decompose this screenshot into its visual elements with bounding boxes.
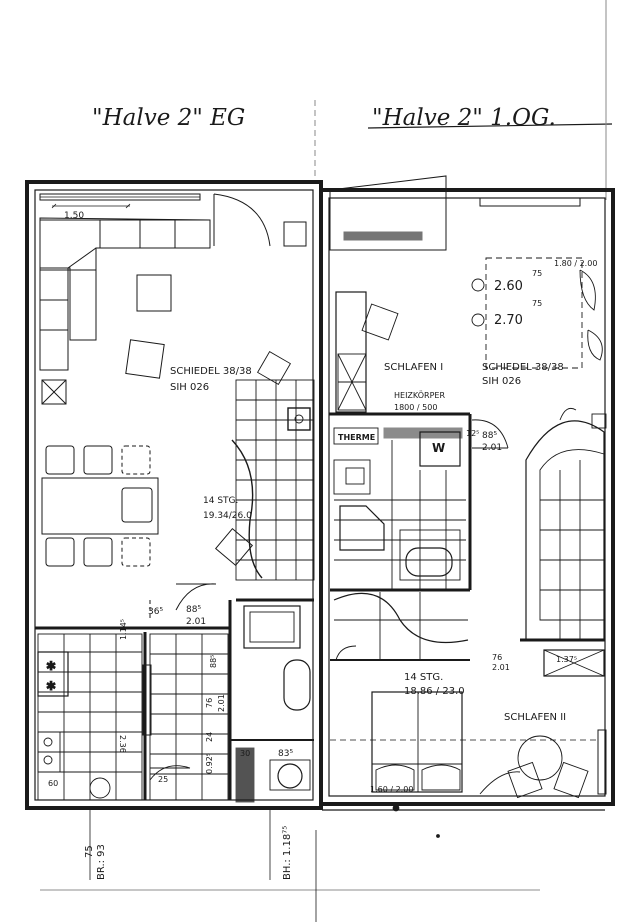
living-furniture [39, 217, 254, 620]
label-schiedel-left-1: SCHIEDEL 38/38 [170, 366, 252, 377]
label-dim-75a: 75 [532, 269, 542, 278]
label-dim-201c: 2.01 [217, 694, 226, 712]
dimension-lines [40, 203, 540, 922]
label-dim-br: BR.: 93 [96, 844, 107, 880]
ground-floor-bath [149, 605, 311, 803]
label-dim-25: 25 [158, 775, 168, 784]
first-floor-walls [319, 175, 615, 811]
label-dim-125: 12⁵ [466, 429, 479, 438]
label-dim-150: 1.50 [64, 211, 84, 221]
label-dim-114: 1.14⁵ [119, 619, 128, 640]
label-schiedel-right-1: SCHIEDEL 38/38 [482, 362, 564, 373]
label-dim-76: 76 [492, 653, 502, 662]
label-stairs-right: 14 STG. [404, 672, 443, 683]
svg-text:✱: ✱ [46, 659, 56, 673]
label-schiedel-left-2: SIH 026 [170, 382, 209, 393]
label-schiedel-right-2: SIH 026 [482, 376, 521, 387]
label-dim-201-left: 2.01 [186, 617, 206, 627]
label-dim-75c: 75 [84, 845, 95, 858]
label-dim-75b: 75 [532, 299, 542, 308]
label-dim-270: 2.70 [494, 313, 523, 328]
label-heizkoerper-1: HEIZKÖRPER [394, 390, 445, 400]
label-dim-60: 60 [48, 779, 58, 788]
label-stairs-left-2: 19.34/26.0 [203, 511, 252, 521]
label-dim-260: 2.60 [494, 279, 523, 294]
label-dim-30: 30 [240, 749, 250, 758]
label-dim-88-left: 88⁵ [186, 605, 201, 615]
svg-text:✱: ✱ [46, 679, 56, 693]
label-dim-201-right: 2.01 [482, 443, 502, 453]
label-dim-bh: BH.: 1.18⁷⁵ [282, 826, 293, 880]
label-w: W [432, 441, 445, 455]
label-stairs-left-1: 14 STG. [203, 496, 238, 506]
label-dim-137: 1.37⁵ [556, 655, 577, 664]
label-heizkoerper-2: 1800 / 500 [394, 403, 437, 412]
heading-ground-floor: "Halve 2" EG [92, 105, 245, 131]
first-floor-furniture [333, 257, 607, 799]
label-dim-76b: 76 [205, 698, 214, 708]
label-therme: THERME [338, 433, 375, 442]
label-dim-83: 83⁵ [278, 749, 293, 759]
label-dim-88-right: 88⁵ [482, 431, 497, 441]
label-dim-180-200: 1.80 / 2.00 [554, 259, 597, 268]
ground-floor-stairs [231, 350, 315, 581]
label-dim-236: 2.36 [118, 735, 127, 753]
label-dim-885: 88⁵ [209, 655, 218, 668]
plan-labels: 1.50 SCHIEDEL 38/38 SIH 026 14 STG. 19.3… [48, 211, 597, 880]
label-dim-201-b: 2.01 [492, 663, 510, 672]
label-schlafen-2: SCHLAFEN II [504, 712, 566, 723]
heading-underline [367, 123, 613, 129]
label-dim-24: 24 [205, 732, 214, 742]
label-stairs-right-2: 18.86 / 23.0 [404, 686, 465, 697]
label-dim-160-200: 1.60 / 2.00 [370, 785, 413, 794]
kitchen: ✱ ✱ [37, 633, 191, 801]
label-dim-0925: 0.92⁵ [205, 753, 214, 774]
label-dim-365: 36⁵ [148, 607, 163, 617]
label-schlafen-1: SCHLAFEN I [384, 362, 443, 373]
